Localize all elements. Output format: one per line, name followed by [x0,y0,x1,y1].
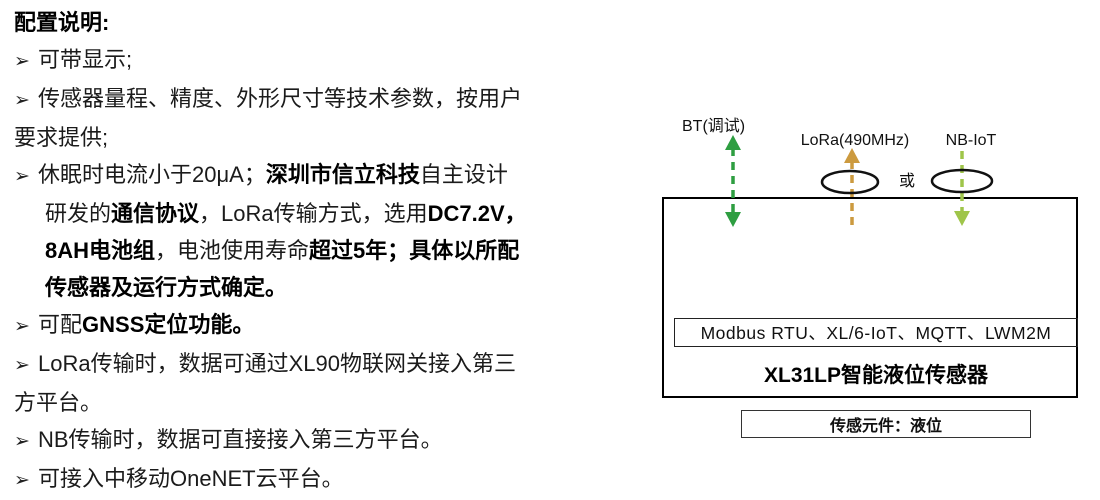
text-segment: 超过5年；具体以所配 传感器及运行方式确定。 [45,238,520,300]
text-segment: ，LoRa传输方式，选用 [199,201,428,226]
bt-arrow-icon [725,135,741,227]
arrow-bullet-icon: ➢ [14,90,30,111]
text-segment: ，电池使用寿命 [155,238,310,263]
list-item: ➢ 可配GNSS定位功能。 [14,306,649,345]
list-item: ➢LoRa传输时，数据可通过XL90物联网关接入第三 方平台。 [14,345,649,421]
text-segment: 可接入中移动OneNET云平台。 [38,466,344,491]
text-segment: LoRa传输时，数据可通过XL90物联网关接入第三 方平台。 [14,351,516,415]
diagram-overlay: BT(调试) LoRa(490MHz) NB-IoT 或 [682,117,997,227]
config-list: ➢可带显示;➢传感器量程、精度、外形尺寸等技术参数，按用户 要求提供;➢休眠时电… [14,41,649,499]
nb-label: NB-IoT [946,132,997,149]
device-title: XL31LP智能液位传感器 [763,364,989,387]
arrow-bullet-icon: ➢ [14,316,30,337]
arrow-bullet-icon: ➢ [14,470,30,491]
list-item: ➢ 可接入中移动OneNET云平台。 [14,460,649,499]
arrow-bullet-icon: ➢ [14,166,30,187]
text-segment: 自主设计 研发的 [45,162,508,226]
bt-label: BT(调试) [682,117,745,135]
list-item: ➢ NB传输时，数据可直接接入第三方平台。 [14,421,649,460]
text-segment: 休眠时电流小于20μA； [38,162,266,187]
lora-antenna-icon [820,169,880,195]
device-box: Modbus RTU、XL/6-IoT、MQTT、LWM2M XL31LP智能液… [662,197,1078,438]
or-label: 或 [899,172,915,190]
config-section: 配置说明: ➢可带显示;➢传感器量程、精度、外形尺寸等技术参数，按用户 要求提供… [14,4,649,499]
lora-arrow-icon [844,148,860,226]
list-item: ➢ 可带显示; [14,41,649,80]
text-segment: NB传输时，数据可直接接入第三方平台。 [38,427,443,452]
text-segment: 深圳市信立科技 [265,162,420,187]
list-item: ➢ 休眠时电流小于20μA；深圳市信立科技自主设计 研发的通信协议，LoRa传输方… [14,156,649,306]
protocol-row: Modbus RTU、XL/6-IoT、MQTT、LWM2M [674,318,1078,347]
list-item: ➢传感器量程、精度、外形尺寸等技术参数，按用户 要求提供; [14,80,649,156]
nb-antenna-icon [930,168,994,194]
arrow-bullet-icon: ➢ [14,51,30,72]
sensor-element-box: 传感元件：液位 [741,410,1031,438]
arrow-bullet-icon: ➢ [14,431,30,452]
sensor-diagram: Modbus RTU、XL/6-IoT、MQTT、LWM2M XL31LP智能液… [658,103,1082,438]
arrow-bullet-icon: ➢ [14,355,30,376]
config-heading: 配置说明: [14,10,110,35]
lora-label: LoRa(490MHz) [801,132,909,149]
text-segment: GNSS定位功能。 [82,312,255,337]
text-segment: 可带显示; [38,47,133,72]
nb-arrow-icon [954,151,970,226]
text-segment: 可配 [38,312,83,337]
text-segment: 传感器量程、精度、外形尺寸等技术参数，按用户 要求提供; [14,86,523,150]
text-segment: 通信协议 [111,201,200,226]
text-segment: DC7.2V， 8AH电池组 [45,201,527,263]
